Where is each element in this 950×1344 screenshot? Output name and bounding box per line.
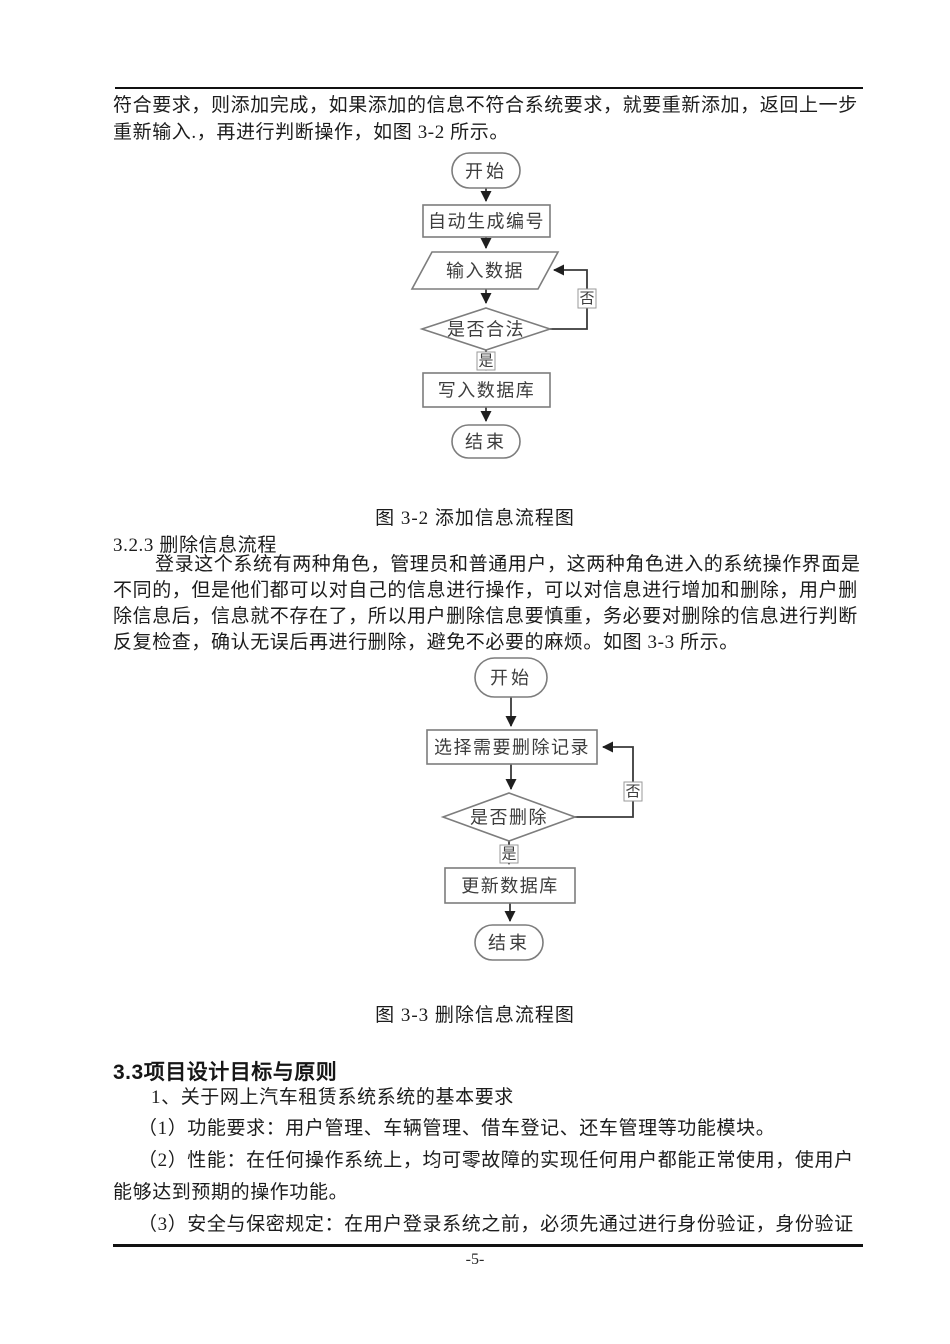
figure-3-3-caption: 图 3-3 删除信息流程图: [375, 1005, 575, 1026]
flow-node-select-record: [426, 729, 598, 765]
paragraph-line: 除信息后，信息就不存在了，所以用户删除信息要慎重，务必要对删除的信息进行判断: [113, 606, 858, 627]
header-rule: [115, 87, 863, 89]
flow-node-write-db-label: 写入数据库: [438, 381, 536, 401]
paragraph-line: 登录这个系统有两种角色，管理员和普通用户，这两种角色进入的系统操作界面是: [155, 554, 861, 575]
edge-label-no: 否: [625, 784, 640, 800]
figure-3-2-caption: 图 3-2 添加信息流程图: [375, 508, 575, 529]
edge-label-no: 否: [579, 291, 594, 307]
flowchart-add-info: 开始 自动生成编号 输入数据 是否合法 写入数据库 结束 是 否: [410, 152, 597, 459]
list-item: 1、关于网上汽车租赁系统系统的基本要求: [151, 1087, 514, 1108]
flow-node-start: [474, 657, 548, 698]
list-item: （1）功能要求：用户管理、车辆管理、借车登记、还车管理等功能模块。: [138, 1118, 776, 1139]
flow-node-end: [474, 924, 544, 961]
flow-node-input-data-label: 输入数据: [446, 261, 524, 281]
flow-node-start-label: 开始: [490, 668, 532, 688]
flow-node-auto-number-label: 自动生成编号: [428, 212, 545, 232]
list-item: （3）安全与保密规定：在用户登录系统之前，必须先通过进行身份验证，身份验证: [138, 1214, 854, 1235]
flow-node-end-label: 结束: [465, 432, 507, 452]
edge-label-yes: 是: [501, 847, 516, 863]
paragraph-line: 不同的，但是他们都可以对自己的信息进行操作，可以对信息进行增加和删除，用户删: [113, 580, 858, 601]
flow-node-start-label: 开始: [465, 162, 507, 182]
flowchart-delete-info: 开始 选择需要删除记录 是否删除 更新数据库 结束 是 否: [426, 657, 643, 961]
section-3-2-3-heading: 3.2.3 删除信息流程: [113, 535, 277, 556]
flow-node-select-record-label: 选择需要删除记录: [434, 738, 590, 758]
edge-label-no-box: [623, 781, 643, 802]
edge-label-yes-box: [476, 351, 496, 371]
paragraph-line: 反复检查，确认无误后再进行删除，避免不必要的麻烦。如图 3-3 所示。: [113, 632, 739, 653]
edge-label-yes-box: [499, 844, 519, 864]
footer-rule: [113, 1244, 863, 1247]
flow-node-auto-number: [422, 204, 551, 238]
paragraph-line: 重新输入.，再进行判断操作，如图 3-2 所示。: [113, 122, 509, 143]
page-number: -5-: [465, 1251, 485, 1268]
flow-node-end-label: 结束: [488, 933, 530, 953]
flow-node-start: [451, 152, 521, 189]
section-3-3-heading: 3.3项目设计目标与原则: [113, 1061, 338, 1084]
flow-node-end: [451, 424, 521, 459]
flow-node-write-db: [422, 372, 551, 408]
flow-node-decision-valid: [419, 307, 553, 351]
edge-label-no-box: [577, 288, 597, 309]
paragraph-line: 符合要求，则添加完成，如果添加的信息不符合系统要求，就要重新添加，返回上一步: [113, 95, 858, 116]
list-item-continuation: 能够达到预期的操作功能。: [113, 1182, 349, 1203]
flow-node-decision-delete: [440, 792, 578, 842]
flow-node-input-data: [410, 251, 560, 290]
flow-node-decision-delete-label: 是否删除: [470, 808, 548, 828]
flow-node-decision-valid-label: 是否合法: [447, 320, 525, 340]
flow-node-update-db: [444, 867, 576, 904]
flow-node-update-db-label: 更新数据库: [461, 876, 559, 896]
list-item: （2）性能：在任何操作系统上，均可零故障的实现任何用户都能正常使用，使用户: [138, 1150, 854, 1171]
edge-label-yes: 是: [478, 354, 493, 370]
